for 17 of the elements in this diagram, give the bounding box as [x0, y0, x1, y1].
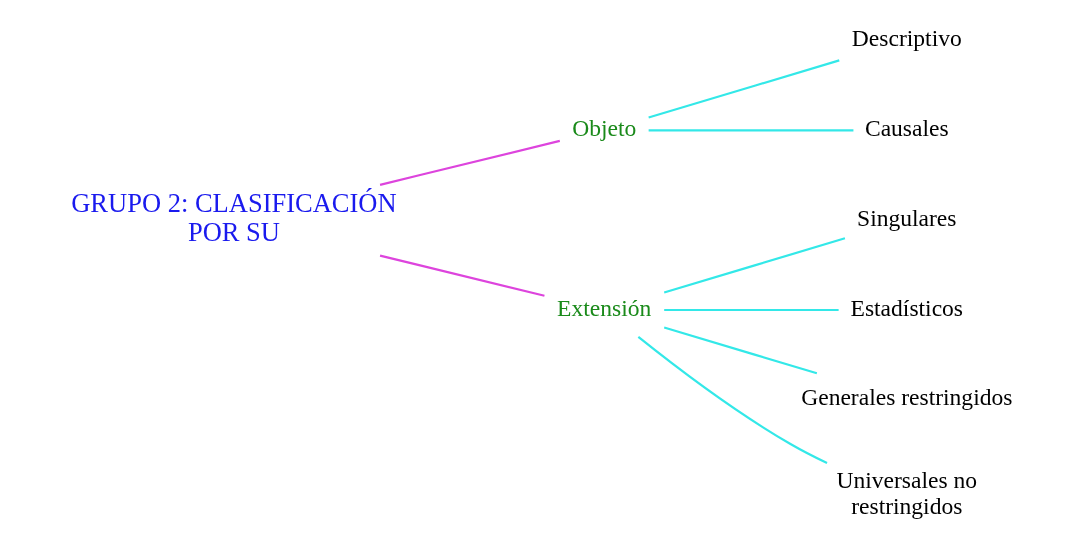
node-text: Generales restringidos: [800, 384, 1012, 411]
node-text: Estadísticos: [850, 294, 963, 321]
connector: [637, 336, 827, 464]
connector: [663, 326, 817, 375]
node-text: Causales: [864, 114, 949, 141]
connector: [647, 59, 840, 119]
connector: [379, 139, 560, 186]
connector: [663, 237, 845, 294]
connector: [648, 129, 853, 132]
node-text: Universales no restringidos: [836, 466, 977, 520]
node-text: Descriptivo: [851, 25, 962, 52]
connector: [379, 254, 545, 297]
node-text: GRUPO 2: CLASIFICACIÓN POR SU: [70, 187, 397, 248]
node-text: Objeto: [571, 114, 636, 141]
connector: [663, 308, 839, 312]
node-text: Singulares: [856, 204, 957, 231]
node-text: Extensión: [556, 294, 651, 321]
